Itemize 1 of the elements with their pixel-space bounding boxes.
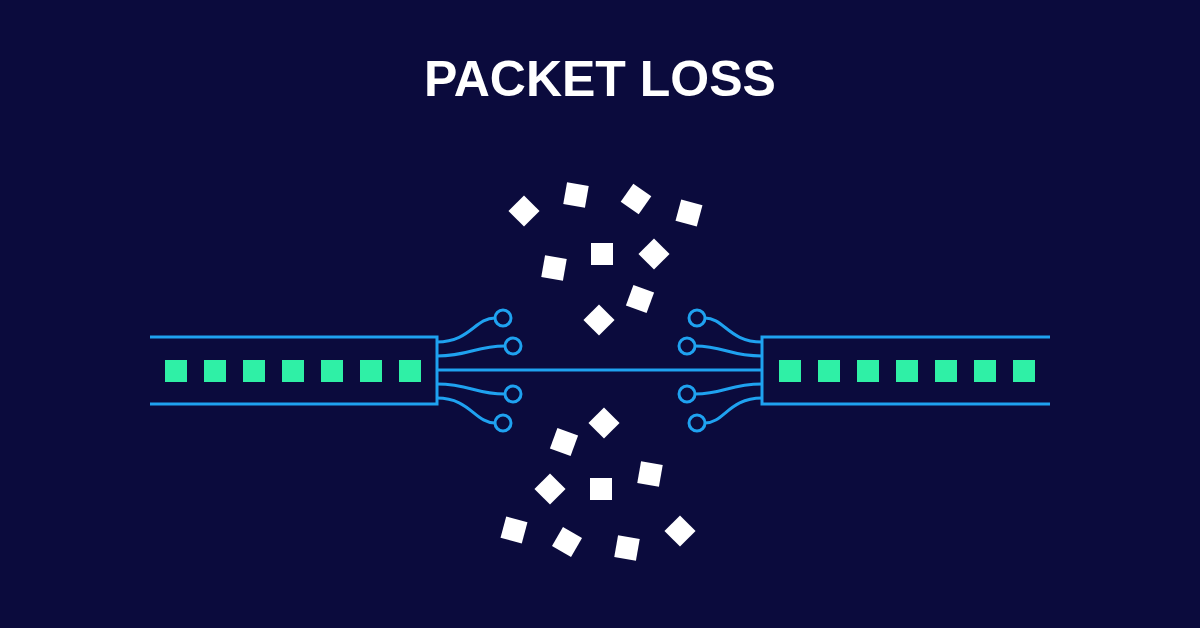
title: PACKET LOSS [424, 50, 776, 108]
